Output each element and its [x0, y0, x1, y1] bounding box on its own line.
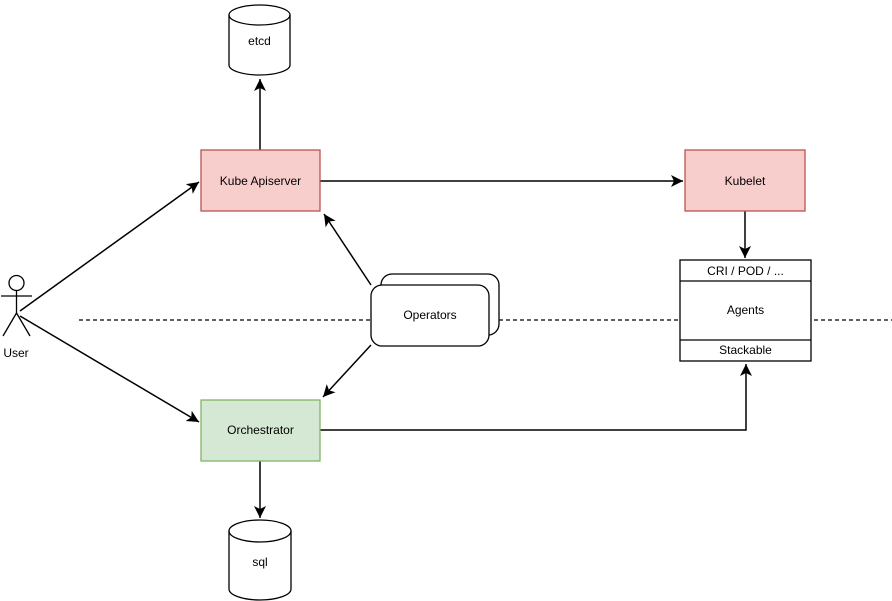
node-sql: sql — [228, 519, 292, 601]
etcd-cylinder-shape — [228, 4, 291, 76]
node-orchestrator: Orchestrator — [200, 399, 321, 462]
user-actor-head — [8, 274, 25, 292]
agents-bottom-label: Stackable — [719, 343, 772, 357]
kube-apiserver-box — [200, 149, 321, 212]
etcd-cylinder-rim — [228, 14, 291, 26]
sql-cylinder-rim — [228, 530, 292, 543]
orchestrator-label: Orchestrator — [227, 423, 294, 437]
user-actor-right-leg — [15, 312, 31, 337]
operators-front-card — [370, 284, 490, 347]
edge-orchestrator-to-stackable — [320, 364, 752, 431]
orchestrator-box — [200, 399, 321, 462]
edge-operators-to-kube-apiserver — [323, 213, 372, 286]
node-operators: Operators — [370, 273, 500, 347]
kubelet-label: Kubelet — [725, 174, 766, 188]
operators-label: Operators — [403, 308, 456, 322]
user-label: User — [3, 346, 28, 360]
node-kubelet: Kubelet — [684, 149, 806, 212]
user-actor-left-leg — [2, 312, 18, 337]
agents-middle-label: Agents — [727, 303, 764, 317]
node-kube-apiserver: Kube Apiserver — [200, 149, 321, 212]
kubelet-box — [684, 149, 806, 212]
edge-user-to-orchestrator — [19, 315, 200, 423]
edge-user-to-kube-apiserver — [19, 181, 200, 312]
agents-top-label: CRI / POD / ... — [707, 264, 784, 278]
edges — [19, 79, 752, 518]
agents-box — [679, 259, 812, 362]
node-agents-stack: CRI / POD / ... Agents Stackable — [679, 259, 812, 362]
edge-operators-to-orchestrator — [322, 344, 372, 398]
node-etcd: etcd — [228, 4, 291, 76]
node-user: User — [1, 274, 32, 360]
etcd-label: etcd — [248, 34, 271, 48]
kube-apiserver-label: Kube Apiserver — [220, 174, 301, 188]
sql-label: sql — [252, 555, 267, 569]
